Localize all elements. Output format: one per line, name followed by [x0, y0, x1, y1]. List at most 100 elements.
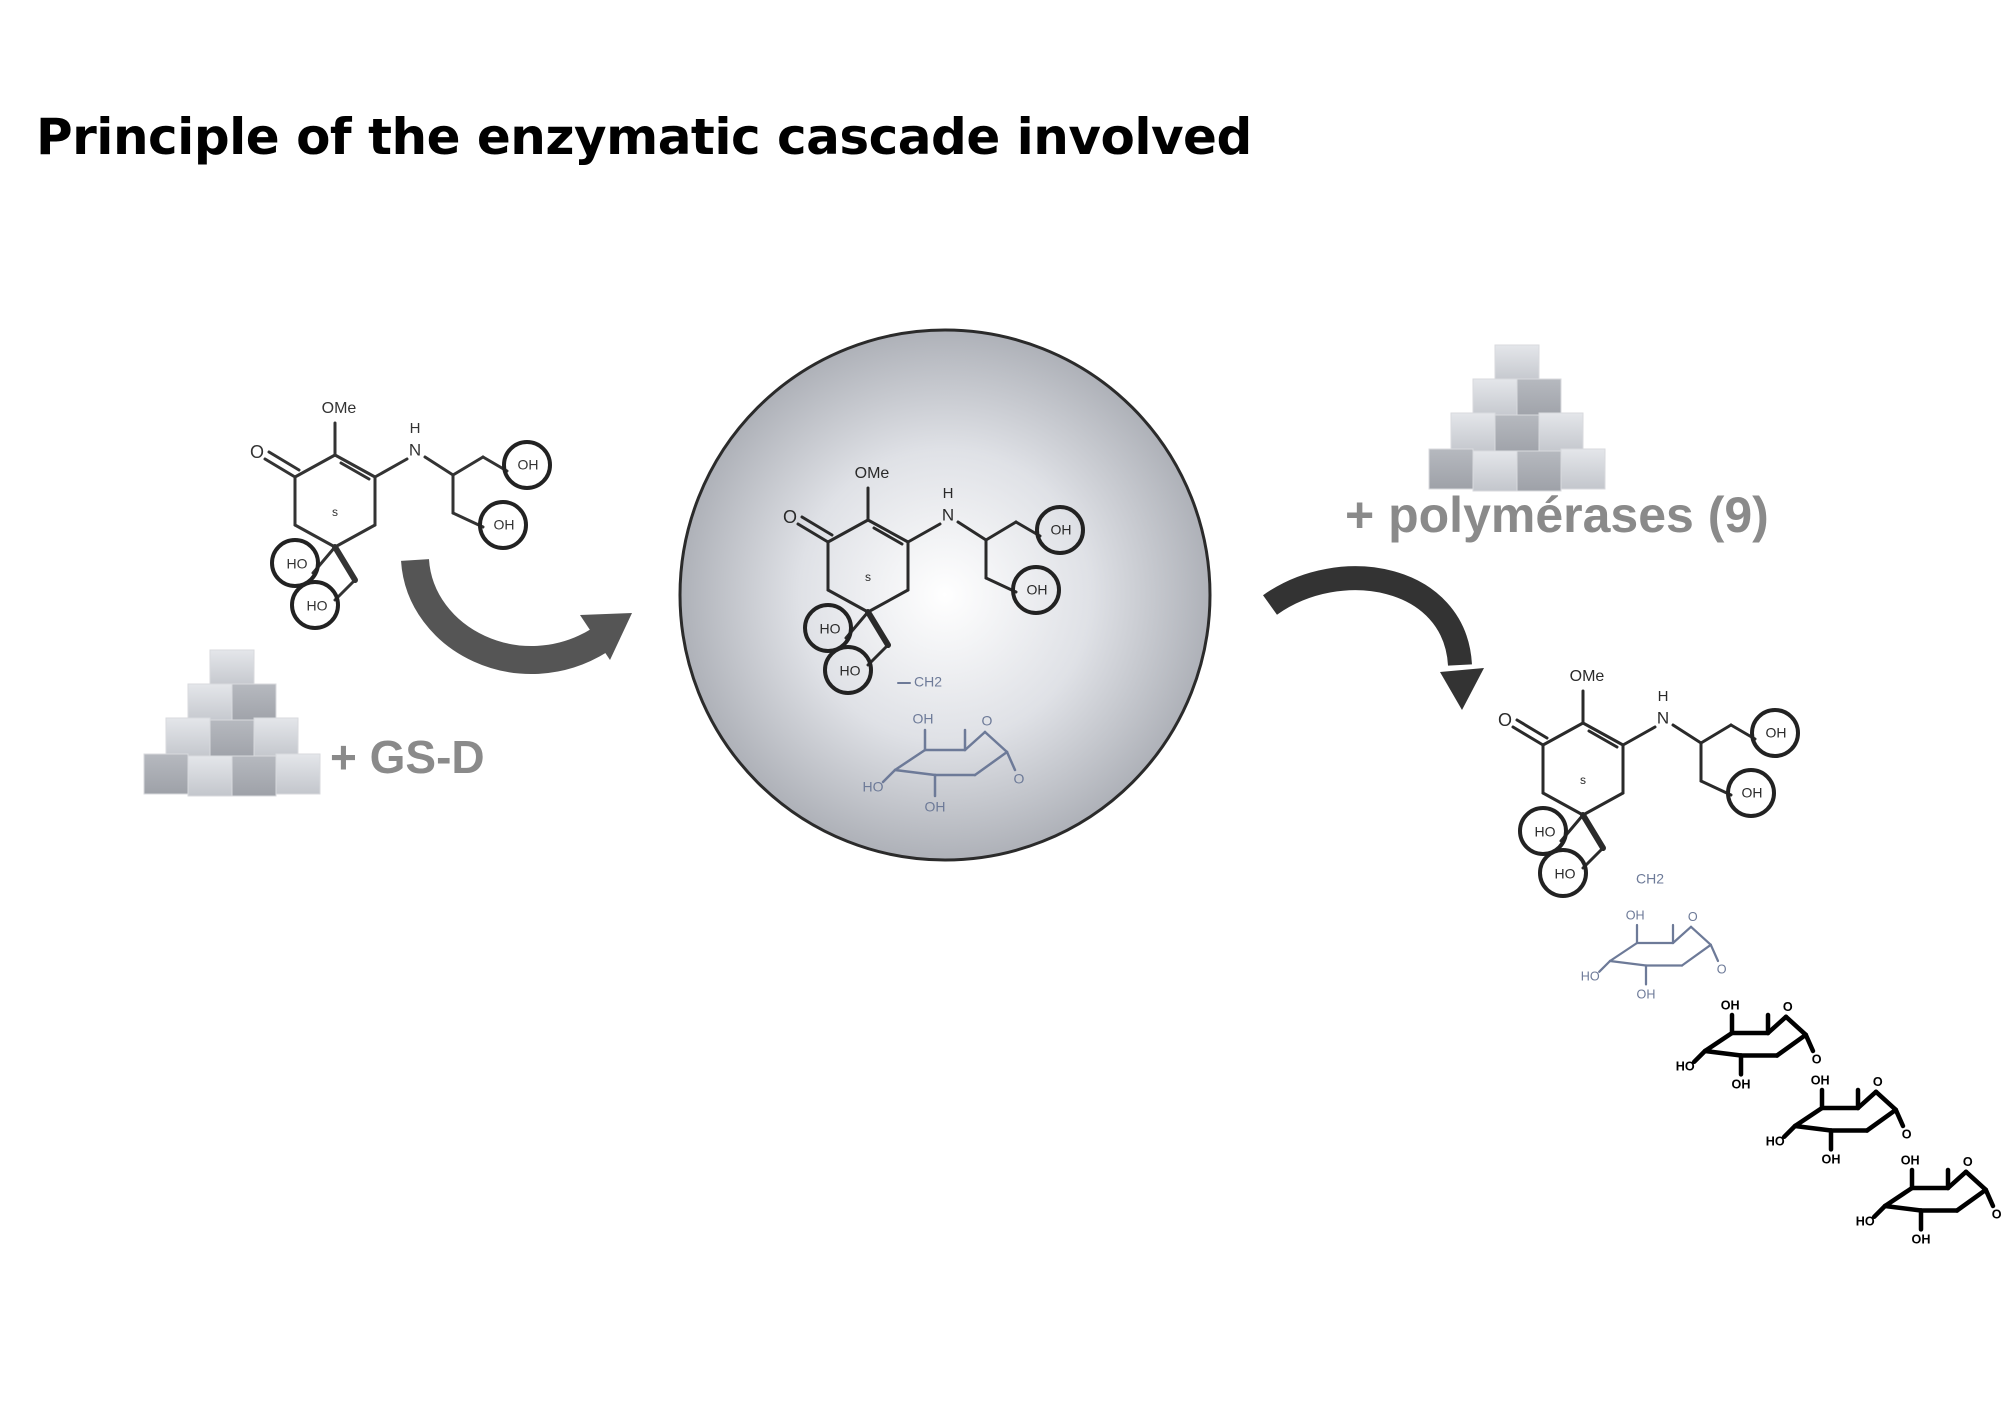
bond-line	[1873, 1089, 1899, 1113]
methylene-label: CH2	[914, 674, 942, 690]
bond-line	[1671, 723, 1703, 745]
bond-line	[1781, 1123, 1798, 1140]
bond-line	[1882, 1185, 1915, 1209]
bond-line	[451, 455, 485, 477]
bond-line	[1983, 1187, 1996, 1209]
hydrogen-label: H	[1658, 688, 1669, 705]
hydroxyl-label: HO	[287, 556, 308, 572]
bond-line	[1855, 1089, 1879, 1111]
bond-line	[1774, 1032, 1809, 1058]
hydroxyl-circle	[1750, 708, 1800, 758]
hydroxyl-label: HO	[307, 598, 328, 614]
hydroxyl-circle	[270, 538, 320, 588]
hydroxyl-label: HO	[1555, 866, 1576, 882]
bond-line	[872, 526, 904, 546]
hydroxyl-circle	[1035, 505, 1085, 555]
bond-line	[263, 457, 297, 479]
hydroxyl-circle	[1011, 565, 1061, 615]
bond-line	[826, 518, 870, 544]
sugar-cubes-icon	[143, 649, 321, 797]
hydroxyl-label: OH	[1721, 998, 1740, 1012]
bond-line	[1803, 1032, 1816, 1054]
bond-line	[956, 520, 988, 542]
hydrogen-label: H	[943, 485, 954, 502]
hydroxyl-label: OH	[1637, 988, 1656, 1002]
hydroxyl-label: OH	[1766, 725, 1787, 741]
bond-line	[1581, 791, 1625, 817]
bond-line	[1702, 1030, 1735, 1054]
hydroxyl-label: OH	[1811, 1073, 1830, 1087]
curved-arrow-1	[401, 558, 632, 674]
bond-line	[293, 453, 337, 479]
bond-line	[1511, 725, 1545, 747]
bond-line	[1581, 721, 1625, 747]
hydroxyl-label: HO	[863, 779, 884, 795]
bond-line	[865, 609, 891, 648]
bond-line	[1864, 1107, 1899, 1133]
hydroxyl-label: OH	[1822, 1153, 1841, 1167]
hydroxyl-circle	[478, 500, 528, 550]
bond-line	[1702, 1048, 1744, 1058]
hydroxyl-label: OH	[1051, 522, 1072, 538]
ring-oxygen-label: O	[982, 713, 993, 729]
bond-line	[339, 461, 371, 481]
bond-line	[1689, 925, 1712, 946]
glycosidic-oxygen-label: O	[1992, 1207, 2002, 1221]
curved-arrow-2	[1263, 566, 1484, 710]
hydroxyl-circle	[502, 440, 552, 490]
nitrogen-label: N	[942, 505, 954, 524]
bond-line	[866, 588, 910, 614]
bond-line	[1515, 718, 1549, 740]
stereo-label: s	[332, 505, 338, 519]
ring-oxygen-label: O	[1783, 1000, 1793, 1014]
nitrogen-label: N	[1657, 708, 1669, 727]
hydroxyl-label: HO	[1535, 824, 1556, 840]
bond-line	[963, 730, 987, 752]
bond-line	[1709, 943, 1720, 963]
bond-line	[1882, 1203, 1924, 1213]
bond-line	[1598, 959, 1612, 973]
bond-line	[1005, 750, 1017, 772]
ring-oxygen-label: O	[1873, 1075, 1883, 1089]
bond-line	[373, 457, 409, 479]
bond-line	[1792, 1123, 1834, 1133]
bond-line	[1699, 723, 1733, 745]
bond-line	[1765, 1014, 1789, 1036]
methoxy-label: OMe	[322, 400, 357, 417]
ring-oxygen-label: O	[1688, 910, 1698, 924]
hydroxyl-label: OH	[1742, 785, 1763, 801]
methylene-label: CH2	[1636, 871, 1664, 887]
hydroxyl-label: OH	[1732, 1078, 1751, 1092]
hydrogen-label: H	[410, 420, 421, 437]
bond-line	[423, 455, 455, 477]
reagent-label-polymerases: + polymérases (9)	[1345, 487, 1769, 543]
bond-line	[984, 520, 1018, 542]
bond-line	[866, 518, 910, 544]
oxygen-label: O	[250, 442, 264, 462]
hydroxyl-label: HO	[1766, 1135, 1785, 1149]
hydroxyl-label: OH	[494, 517, 515, 533]
hydroxyl-label: HO	[1676, 1060, 1695, 1074]
hydroxyl-circle	[823, 645, 873, 695]
nitrogen-label: N	[409, 440, 421, 459]
hydroxyl-circle	[1726, 768, 1776, 818]
bond-line	[1699, 779, 1733, 797]
bond-line	[293, 523, 337, 549]
bond-line	[267, 450, 301, 472]
bond-line	[983, 730, 1009, 754]
hydroxyl-circle	[803, 603, 853, 653]
hydroxyl-label: HO	[1581, 970, 1600, 984]
bond-line	[1783, 1014, 1809, 1038]
bond-line	[973, 750, 1009, 777]
oxygen-label: O	[1498, 710, 1512, 730]
bond-line	[1893, 1107, 1906, 1129]
bond-line	[333, 453, 377, 479]
